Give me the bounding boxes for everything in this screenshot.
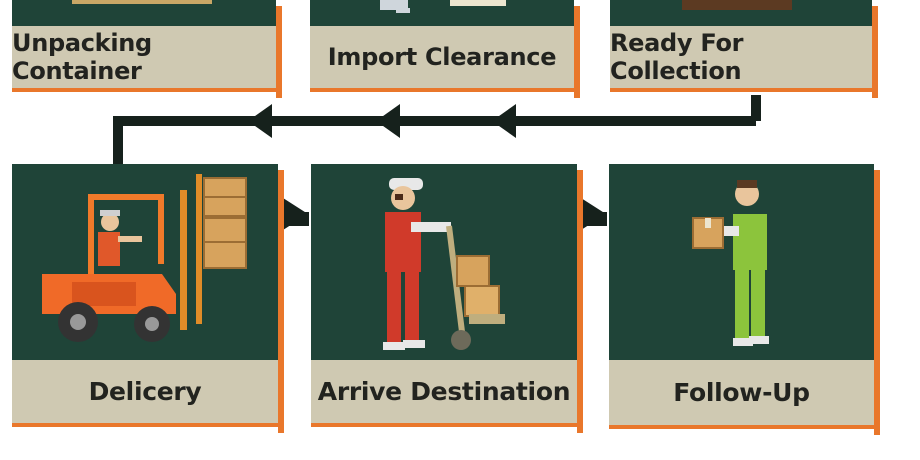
step-label: Delicery — [12, 360, 278, 427]
arrow-left-icon — [248, 104, 272, 138]
step-label: Arrive Destination — [311, 360, 577, 427]
step-card-import-clearance: Import Clearance — [310, 0, 580, 98]
step-label: Follow-Up — [609, 360, 874, 429]
step-label: Unpacking Container — [12, 26, 276, 92]
arrow-left-icon — [376, 104, 400, 138]
step-card-unpacking-container: Unpacking Container — [12, 0, 282, 98]
step-card-ready-for-collection: Ready For Collection — [610, 0, 878, 98]
step-label: Ready For Collection — [610, 26, 872, 92]
forklift-icon — [42, 174, 247, 342]
hand-truck-worker-icon — [383, 178, 505, 350]
courier-with-box-icon — [692, 180, 769, 346]
step-card-delivery: Delicery — [12, 164, 284, 433]
step-label: Import Clearance — [310, 26, 574, 92]
step-card-follow-up: Follow-Up — [609, 164, 880, 435]
step-card-arrive-destination: Arrive Destination — [311, 164, 583, 433]
arrow-left-icon — [492, 104, 516, 138]
